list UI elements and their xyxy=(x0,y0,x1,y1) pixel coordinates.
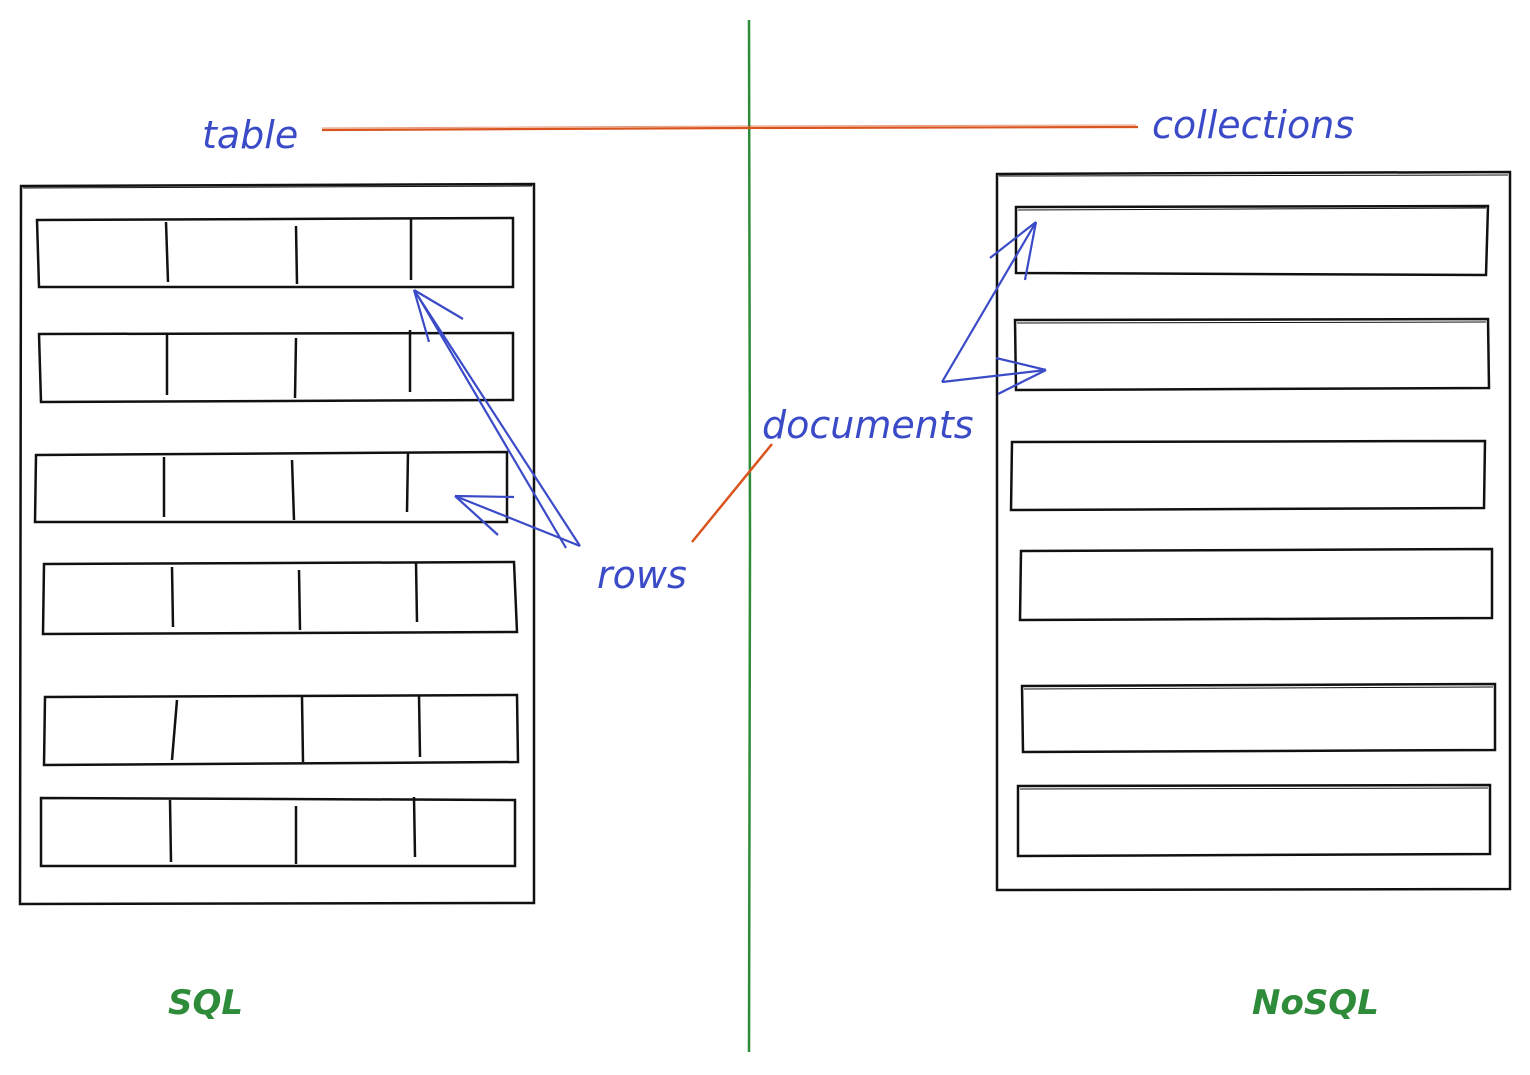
label-documents: documents xyxy=(762,403,974,447)
label-table: table xyxy=(202,113,298,157)
sql-row xyxy=(37,330,515,404)
sql-row xyxy=(33,450,509,524)
label-rows: rows xyxy=(597,553,687,597)
arrow-to-row-3 xyxy=(454,494,581,548)
label-nosql: NoSQL xyxy=(1252,983,1379,1023)
label-collections: collections xyxy=(1152,103,1354,147)
center-divider xyxy=(747,19,752,1053)
nosql-document xyxy=(1009,439,1487,512)
rows-arrows xyxy=(412,289,581,549)
arrow-to-row-1-b xyxy=(417,295,567,549)
sql-row xyxy=(42,693,520,767)
sql-row xyxy=(35,216,515,289)
nosql-document xyxy=(1013,317,1491,392)
nosql-document xyxy=(1020,682,1497,754)
sql-table xyxy=(18,182,536,906)
documents-arrows xyxy=(941,221,1047,395)
arrow-to-document-1 xyxy=(941,221,1037,383)
nosql-document xyxy=(1018,547,1494,622)
sql-row xyxy=(39,796,517,868)
table-collections-connector xyxy=(321,124,1139,132)
sql-row xyxy=(41,560,519,636)
nosql-document xyxy=(1016,783,1492,858)
nosql-document xyxy=(1014,204,1490,277)
nosql-collection xyxy=(995,170,1512,892)
label-sql: SQL xyxy=(168,983,243,1023)
documents-rows-connector xyxy=(691,443,773,543)
arrow-to-row-1 xyxy=(413,289,581,547)
arrow-to-document-2 xyxy=(941,368,1047,384)
